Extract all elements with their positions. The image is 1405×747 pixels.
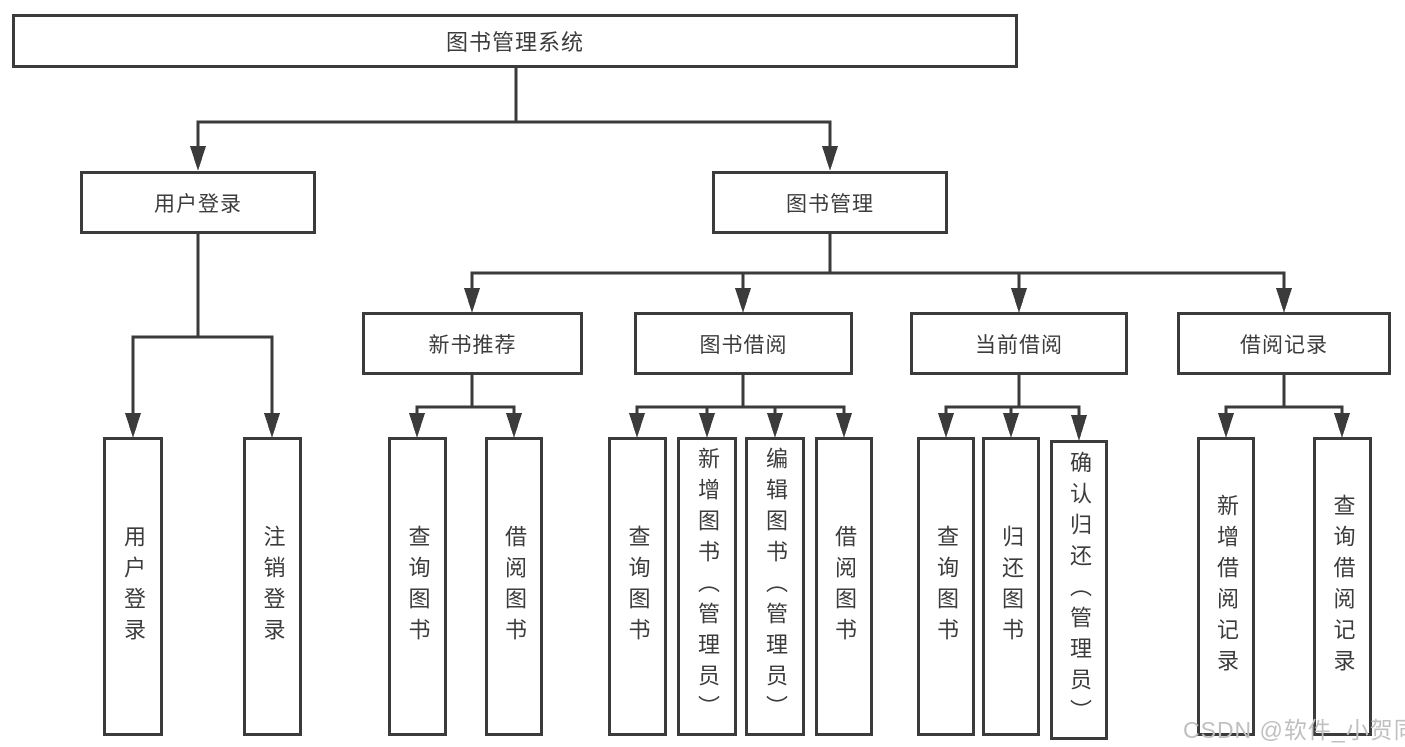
leaf-query-books-borrowing: 查询图书 — [608, 437, 667, 736]
node-library-management-system: 图书管理系统 — [12, 14, 1018, 68]
leaf-edit-books-admin: 编辑图书（管理员） — [745, 437, 805, 736]
node-new-book-recommend: 新书推荐 — [362, 312, 583, 375]
csdn-watermark: CSDN @软件_小贺同学 — [1183, 717, 1405, 743]
leaf-query-books-recommend: 查询图书 — [388, 437, 447, 736]
node-user-login: 用户登录 — [80, 171, 316, 234]
leaf-confirm-return-admin: 确认归还（管理员） — [1050, 440, 1108, 740]
leaf-query-borrow-record: 查询借阅记录 — [1313, 437, 1372, 736]
leaf-return-books: 归还图书 — [982, 437, 1040, 736]
node-book-borrowing: 图书借阅 — [634, 312, 853, 375]
leaf-query-books-current: 查询图书 — [917, 437, 975, 736]
node-current-borrowing: 当前借阅 — [910, 312, 1128, 375]
leaf-borrow-books-recommend: 借阅图书 — [485, 437, 543, 736]
leaf-add-borrow-record: 新增借阅记录 — [1197, 437, 1255, 736]
leaf-add-books-admin: 新增图书（管理员） — [677, 437, 737, 736]
leaf-logout: 注销登录 — [243, 437, 302, 736]
node-book-management: 图书管理 — [712, 171, 948, 234]
leaf-borrow-books: 借阅图书 — [815, 437, 873, 736]
leaf-user-login: 用户登录 — [103, 437, 163, 736]
node-borrowing-records: 借阅记录 — [1177, 312, 1391, 375]
